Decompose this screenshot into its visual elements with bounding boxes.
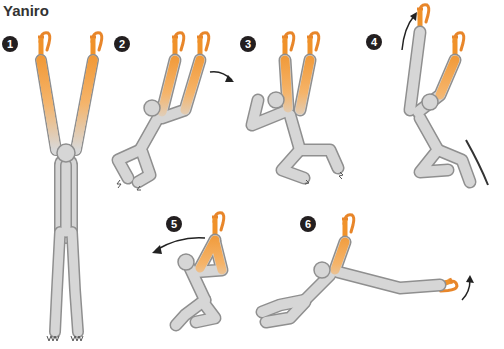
callout-number: 1 — [2, 36, 18, 52]
callout-number: 3 — [240, 36, 256, 52]
title: Yaniro — [3, 2, 49, 19]
callout-number: 4 — [366, 34, 382, 50]
callout-number: 2 — [114, 36, 130, 52]
callout-number: 5 — [166, 216, 182, 232]
callout-number: 6 — [300, 216, 316, 232]
